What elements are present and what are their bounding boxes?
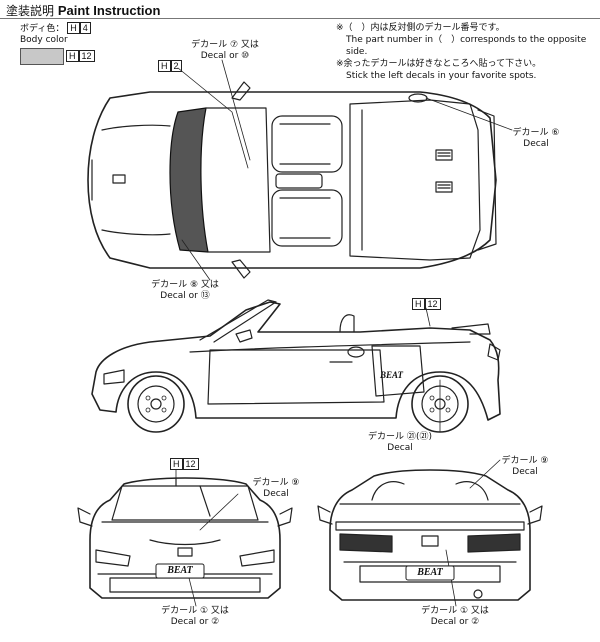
front-h12-code: 12: [182, 458, 199, 470]
decal-7-num: ⑦: [229, 40, 239, 50]
callout-decal-7-10: デカール ⑦ 又は Decal or ⑩: [180, 40, 270, 62]
decal-6-en: Decal: [523, 139, 549, 149]
front-decal-9-num: ⑨: [291, 478, 300, 488]
decal-21-en: Decal: [387, 443, 413, 453]
rear-view-car: [317, 469, 543, 601]
swatch-h-prefix: H: [66, 50, 79, 62]
note1-en: The part number in（ ）corresponds to the …: [346, 35, 587, 57]
front-decal-1-num: ①: [199, 606, 209, 616]
body-color-en: Body color: [20, 35, 68, 45]
rear-decal-1-or-en: or: [459, 617, 469, 627]
note2-jp: ※余ったデカールは好きなところへ貼って下さい。: [336, 59, 542, 69]
body-color-swatch: [20, 48, 64, 65]
rear-decal-2-num: ②: [471, 617, 480, 627]
top-view-car: [87, 81, 497, 279]
rear-decal-1-jp: デカール: [421, 606, 458, 616]
paint-code: 4: [79, 22, 91, 34]
decal-8-jp: デカール: [151, 280, 188, 290]
body-color-jp: ボディ色：: [20, 24, 65, 34]
rear-decal-1-num: ①: [459, 606, 469, 616]
front-decal-1-en: Decal: [170, 617, 197, 627]
decal-10-num: ⑩: [241, 51, 250, 61]
decal-8-en: Decal: [160, 291, 186, 301]
rear-decal-1-or-jp: 又は: [470, 606, 489, 616]
note1-jp: ※（ ）内は反対側のデカール番号です。: [336, 23, 505, 33]
decal-8-num: ⑧: [189, 280, 199, 290]
paint-h-prefix: H: [67, 22, 80, 34]
decal-6-jp: デカール: [512, 128, 549, 138]
front-decal-1-jp: デカール: [161, 606, 198, 616]
callout-rear-decal-9: デカール ⑨ Decal: [490, 456, 560, 478]
callout-rear-decal-1-2: デカール ① 又は Decal or ②: [410, 606, 500, 628]
decal-21-num: ㉑: [406, 432, 416, 442]
swatch-number: 12: [78, 50, 95, 62]
side-badge-text: BEAT: [380, 370, 404, 380]
rear-decal-9-en: Decal: [512, 467, 538, 477]
front-decal-1-or-jp: 又は: [210, 606, 229, 616]
front-h12-prefix: H: [170, 458, 183, 470]
front-decal-1-or-en: or: [199, 617, 209, 627]
decal-21-jp: デカール: [368, 432, 405, 442]
front-decal-9-jp: デカール: [252, 478, 289, 488]
front-decal-9-en: Decal: [263, 489, 289, 499]
front-plate-text: BEAT: [167, 565, 193, 576]
decal-7-or-jp: 又は: [240, 40, 259, 50]
decal-7-en: Decal: [200, 51, 227, 61]
page-header: 塗装説明 Paint Instruction: [6, 2, 160, 19]
notes-block: ※（ ）内は反対側のデカール番号です。 The part number in（ …: [336, 22, 600, 82]
side-h12-code: 12: [424, 298, 441, 310]
title-jp: 塗装説明: [6, 4, 55, 18]
decal-13-num: ⑬: [200, 291, 210, 301]
rear-plate-text: BEAT: [417, 567, 443, 578]
side-view-car: [91, 299, 501, 433]
callout-decal-6: デカール ⑥ Decal: [506, 128, 566, 150]
callout-front-decal-1-2: デカール ① 又は Decal or ②: [150, 606, 240, 628]
decal-8-or-en: or: [188, 291, 198, 301]
rear-decal-1-en: Decal: [430, 617, 457, 627]
note2-en: Stick the left decals in your favorite s…: [346, 71, 537, 81]
decal-7-or-en: or: [229, 51, 239, 61]
callout-front-decal-9: デカール ⑨ Decal: [236, 478, 316, 500]
header-divider: [0, 18, 600, 19]
callout-decal-8-13: デカール ⑧ 又は Decal or ⑬: [140, 280, 230, 302]
top-h2-prefix: H: [158, 60, 171, 72]
front-decal-2-num: ②: [211, 617, 220, 627]
decal-7-jp: デカール: [191, 40, 228, 50]
side-h12-prefix: H: [412, 298, 425, 310]
rear-decal-9-jp: デカール: [501, 456, 538, 466]
decal-21-alt: (㉑): [415, 432, 432, 442]
decal-6-num: ⑥: [551, 128, 560, 138]
callout-decal-21: デカール ㉑(㉑) Decal: [360, 432, 440, 454]
top-h2-code: 2: [170, 60, 182, 72]
rear-decal-9-num: ⑨: [540, 456, 549, 466]
title-en: Paint Instruction: [57, 3, 161, 18]
decal-8-or-jp: 又は: [200, 280, 219, 290]
leader-lines: [175, 59, 513, 607]
